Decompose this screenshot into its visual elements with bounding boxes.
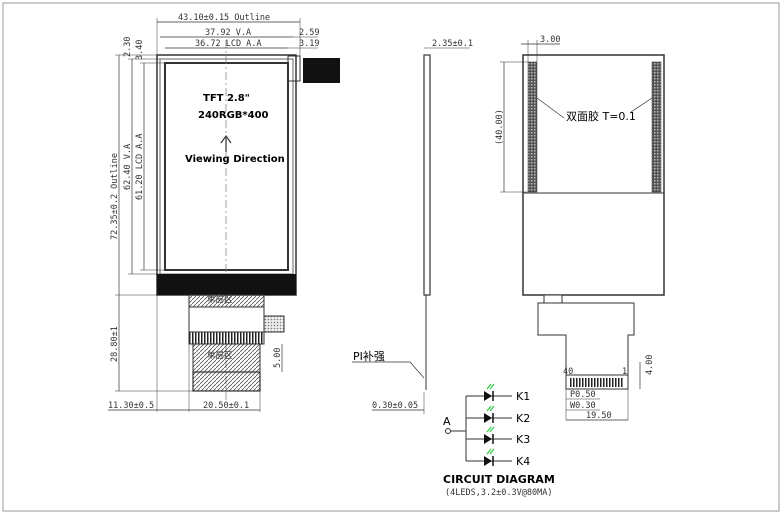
fpc-connector-side <box>263 315 285 333</box>
tape-label: 双面胶 T=0.1 <box>566 109 636 123</box>
right-offset-2-dim: 3.19 <box>299 39 319 49</box>
fpc-thickness-dim: 0.30±0.05 <box>372 401 418 411</box>
led-k3: K3 <box>466 426 530 446</box>
anode-label: A <box>443 415 451 428</box>
top-offset-1-dim: 2.30 <box>123 37 133 57</box>
va-height-dim: 62.40 V.A <box>123 144 133 190</box>
right-offset-1-dim: 2.59 <box>299 28 319 38</box>
panel-resolution-label: 240RGB*400 <box>198 110 269 121</box>
fpc-stiffener-stripes <box>188 331 265 345</box>
tape-height-dim: (40.00) <box>495 109 505 145</box>
aa-height-dim: 61.20 LCD A.A <box>135 133 145 200</box>
back-view: 双面胶 T=0.1 3.00 (40.00) 40 1 4.00 P0.50 W… <box>495 35 665 421</box>
led-k4: K4 <box>466 448 530 468</box>
outline-height-dim: 72.35±0.2 Outline <box>110 153 120 240</box>
pitch-dim: P0.50 <box>570 390 596 400</box>
led-k1-label: K1 <box>516 390 530 403</box>
va-width-dim: 37.92 V.A <box>205 28 251 38</box>
tape-offset-dim: 3.00 <box>540 35 560 45</box>
fpc-contacts <box>192 371 261 392</box>
page-border <box>2 2 780 512</box>
led-k4-label: K4 <box>516 455 530 468</box>
fpc-tab <box>303 58 340 83</box>
fpc-body-upper <box>188 306 265 333</box>
pin-last-label: 1 <box>622 367 627 377</box>
led-k2-label: K2 <box>516 412 530 425</box>
pin-first-label: 40 <box>563 367 573 377</box>
aa-width-dim: 36.72 LCD A.A <box>195 39 262 49</box>
single-layer-label-2: 单层区 <box>207 350 233 361</box>
circuit-title: CIRCUIT DIAGRAM <box>443 473 555 486</box>
total-width-dim: 19.50 <box>586 411 612 421</box>
back-fpc-body <box>537 302 635 376</box>
panel-outline <box>156 54 297 296</box>
panel-bottom-black <box>157 274 296 295</box>
led-k3-label: K3 <box>516 433 530 446</box>
panel-size-label: TFT 2.8" <box>203 93 250 104</box>
aa-area <box>164 62 289 271</box>
fpc-bend <box>287 55 301 82</box>
outline-width-dim: 43.10±0.15 Outline <box>178 13 270 23</box>
circuit-diagram: A K1 K2 K3 K4 <box>443 383 555 498</box>
front-view: 单层区 单层区 TFT 2.8" 240RGB*400 Viewing Dire… <box>108 13 340 412</box>
anode-node <box>445 428 451 434</box>
tape-left <box>527 61 538 193</box>
left-offset-dim: 11.30±0.5 <box>108 401 154 411</box>
top-offset-2-dim: 3.40 <box>135 40 145 60</box>
side-panel <box>423 54 431 296</box>
back-fpc-pins <box>570 378 624 387</box>
pi-stiffener-label: PI补强 <box>353 350 385 363</box>
tape-right <box>651 61 662 193</box>
fpc-dim-4: 4.00 <box>645 355 655 375</box>
viewing-direction-label: Viewing Direction <box>185 154 285 165</box>
fpc-step-dim: 5.00 <box>273 348 283 368</box>
led-k2: K2 <box>466 405 530 425</box>
fpc-width-dim: 20.50±0.1 <box>203 401 249 411</box>
fpc-length-dim: 28.80±1 <box>110 326 120 362</box>
back-fpc-notch <box>543 294 563 304</box>
circuit-subtitle: (4LEDS,3.2±0.3V@80MA) <box>445 488 552 498</box>
pin-width-dim: W0.30 <box>570 401 596 411</box>
side-view: 2.35±0.1 PI补强 0.30±0.05 <box>352 39 473 414</box>
back-panel <box>522 54 665 296</box>
thickness-dim: 2.35±0.1 <box>432 39 473 49</box>
led-k1: K1 <box>466 383 530 403</box>
single-layer-label-1: 单层区 <box>207 294 233 305</box>
viewing-direction-arrow <box>220 134 232 152</box>
